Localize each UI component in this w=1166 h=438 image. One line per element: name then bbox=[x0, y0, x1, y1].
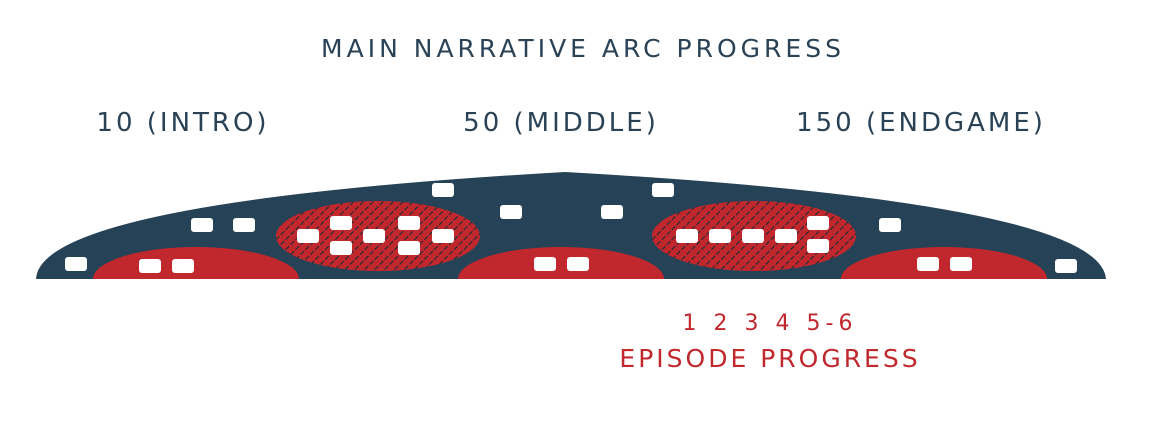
episode-band-3 bbox=[841, 247, 1047, 279]
scene-marker bbox=[398, 241, 420, 255]
scene-marker bbox=[172, 259, 194, 273]
scene-marker bbox=[330, 216, 352, 230]
scene-marker bbox=[534, 257, 556, 271]
scene-marker bbox=[363, 229, 385, 243]
scene-markers bbox=[65, 183, 1077, 273]
scene-marker bbox=[191, 218, 213, 232]
arc-marker-middle: 50 (MIDDLE) bbox=[463, 108, 659, 138]
episode-band-1 bbox=[93, 247, 299, 279]
episode-progress-label: EPISODE PROGRESS bbox=[619, 344, 921, 373]
scene-marker bbox=[807, 216, 829, 230]
diagram-title: MAIN NARRATIVE ARC PROGRESS bbox=[321, 34, 845, 63]
scene-marker bbox=[742, 229, 764, 243]
scene-marker bbox=[567, 257, 589, 271]
scene-marker bbox=[652, 183, 674, 197]
arc-marker-intro: 10 (INTRO) bbox=[96, 108, 270, 138]
episode-numbers: 1 2 3 4 5-6 bbox=[682, 311, 858, 336]
scene-marker bbox=[398, 216, 420, 230]
scene-marker bbox=[297, 229, 319, 243]
scene-marker bbox=[432, 229, 454, 243]
scene-marker bbox=[775, 229, 797, 243]
scene-marker bbox=[500, 205, 522, 219]
scene-marker bbox=[709, 229, 731, 243]
scene-marker bbox=[432, 183, 454, 197]
scene-marker bbox=[879, 218, 901, 232]
scene-marker bbox=[917, 257, 939, 271]
scene-marker bbox=[807, 239, 829, 253]
scene-marker bbox=[330, 241, 352, 255]
scene-marker bbox=[601, 205, 623, 219]
scene-marker bbox=[950, 257, 972, 271]
arc-marker-endgame: 150 (ENDGAME) bbox=[796, 108, 1046, 138]
scene-marker bbox=[676, 229, 698, 243]
episode-bands bbox=[93, 247, 1047, 279]
episode-band-2 bbox=[458, 247, 664, 279]
scene-marker bbox=[139, 259, 161, 273]
scene-marker bbox=[233, 218, 255, 232]
scene-marker bbox=[65, 257, 87, 271]
scene-marker bbox=[1055, 259, 1077, 273]
